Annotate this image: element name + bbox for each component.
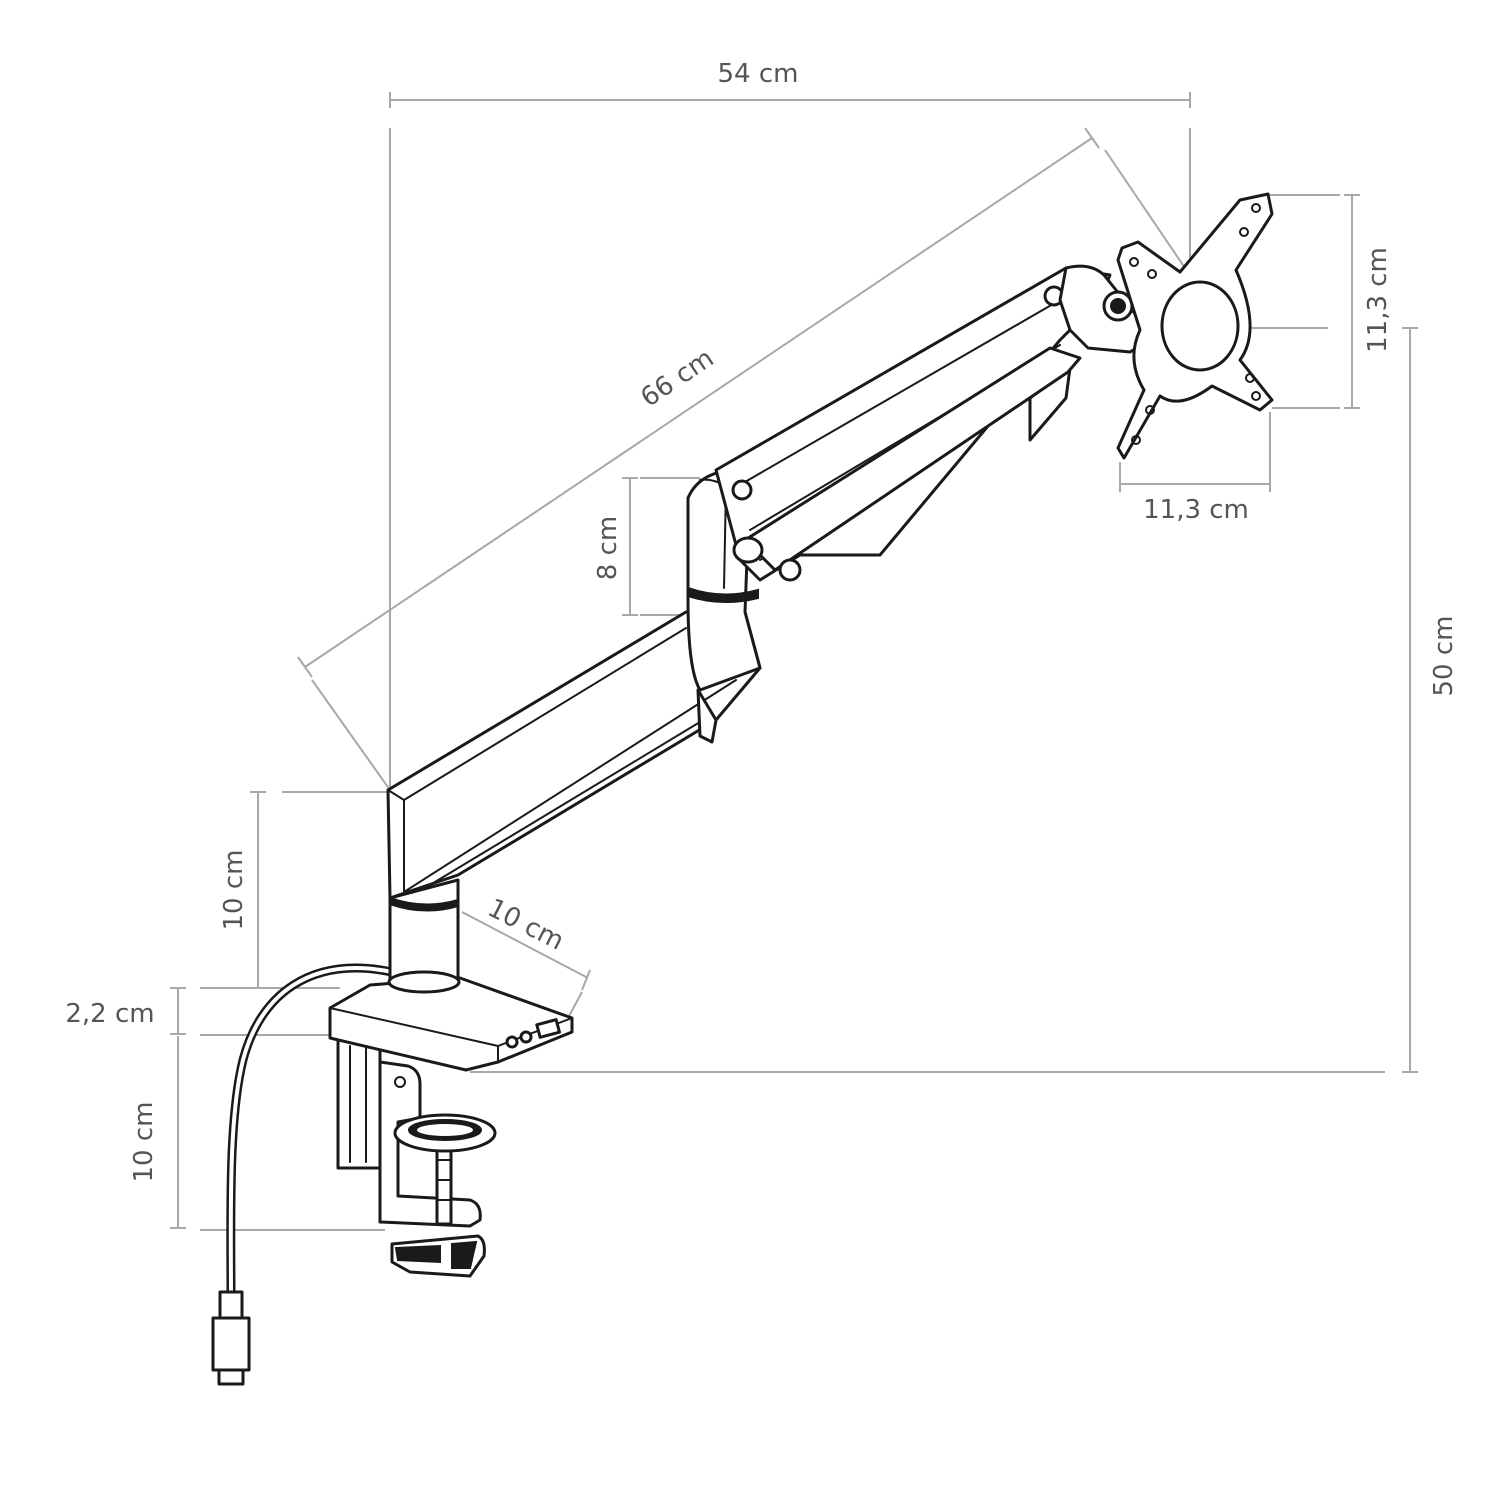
pole-ring	[389, 896, 459, 912]
clamp-bracket	[378, 1060, 482, 1228]
reach-dimension-line	[304, 137, 1093, 668]
label-clamp-height: 10 cm	[129, 1102, 159, 1183]
elbow-pivot	[731, 479, 753, 501]
label-plate-height: 11,3 cm	[1363, 247, 1393, 353]
base-usb-port	[535, 1018, 561, 1039]
base-dimension-line	[461, 911, 589, 979]
vesa-hole	[1145, 405, 1155, 415]
label-total-height: 50 cm	[1429, 616, 1459, 697]
label-arm-reach: 66 cm	[636, 343, 720, 413]
vesa-center	[1160, 280, 1240, 372]
label-overall-width: 54 cm	[718, 59, 799, 89]
vesa-hole	[1239, 227, 1249, 237]
vesa-hole	[1131, 435, 1141, 445]
vesa-hole	[1129, 257, 1139, 267]
base-port-a	[505, 1035, 519, 1049]
usb-plug-neck	[218, 1290, 244, 1320]
label-pole-height: 10 cm	[219, 850, 249, 931]
label-base-depth: 10 cm	[483, 893, 569, 956]
vesa-hole	[1147, 269, 1157, 279]
vesa-hole	[1251, 203, 1261, 213]
vesa-hole	[1245, 373, 1255, 383]
clamp-back-plate	[336, 1036, 382, 1170]
usb-plug	[211, 1316, 251, 1372]
label-base-thickness: 2,2 cm	[65, 999, 154, 1029]
gas-spring	[743, 346, 1082, 572]
vesa-hole	[1251, 391, 1261, 401]
base-port-b	[519, 1030, 533, 1044]
monitor-arm	[211, 192, 1274, 1386]
label-plate-width: 11,3 cm	[1143, 495, 1249, 525]
label-joint-height: 8 cm	[593, 516, 623, 580]
dimension-lines	[170, 92, 1418, 1231]
